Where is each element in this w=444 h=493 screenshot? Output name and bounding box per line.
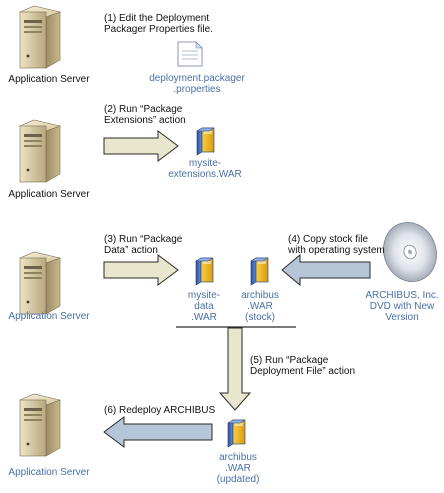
arrow-step6 — [103, 416, 213, 448]
step6-label: (6) Redeploy ARCHIBUS — [104, 405, 216, 416]
archibus-stock-war-label: archibus .WAR (stock) — [241, 290, 279, 323]
mysite-data-war-icon — [195, 257, 214, 286]
archibus-stock-war-icon — [250, 257, 269, 286]
dvd-label: ARCHIBUS, Inc. DVD with New Version — [365, 290, 439, 323]
arrow-step4 — [281, 253, 371, 287]
dvd-icon — [383, 222, 437, 282]
arrow-step2 — [103, 130, 179, 162]
mysite-extensions-war-label: mysite-extensions.WAR — [168, 158, 242, 180]
server-1-label: Application Server — [8, 74, 90, 85]
server-4-icon — [19, 393, 61, 457]
step5-label: (5) Run “Package Deployment File” action — [250, 355, 356, 377]
properties-file-label: deployment.packager .properties — [149, 73, 245, 95]
server-2-icon — [19, 119, 61, 183]
mysite-data-war-label: mysite-data .WAR — [187, 290, 221, 323]
arrow-step5 — [176, 326, 296, 411]
step2-label: (2) Run “Package Extensions” action — [104, 104, 186, 126]
properties-file-icon — [177, 41, 203, 67]
arrow-step3 — [103, 254, 179, 286]
step1-label: (1) Edit the Deployment Packager Propert… — [104, 13, 213, 35]
archibus-updated-war-icon — [227, 419, 246, 448]
step4-label: (4) Copy stock file with operating syste… — [288, 234, 385, 256]
server-1-icon — [19, 5, 61, 69]
server-3-label: Application Server — [8, 311, 90, 322]
server-4-label: Application Server — [8, 467, 90, 478]
mysite-extensions-war-icon — [196, 127, 215, 156]
archibus-updated-war-label: archibus .WAR (updated) — [216, 452, 260, 485]
server-3-icon — [19, 251, 61, 315]
step3-label: (3) Run “Package Data” action — [104, 234, 183, 256]
server-2-label: Application Server — [8, 189, 90, 200]
